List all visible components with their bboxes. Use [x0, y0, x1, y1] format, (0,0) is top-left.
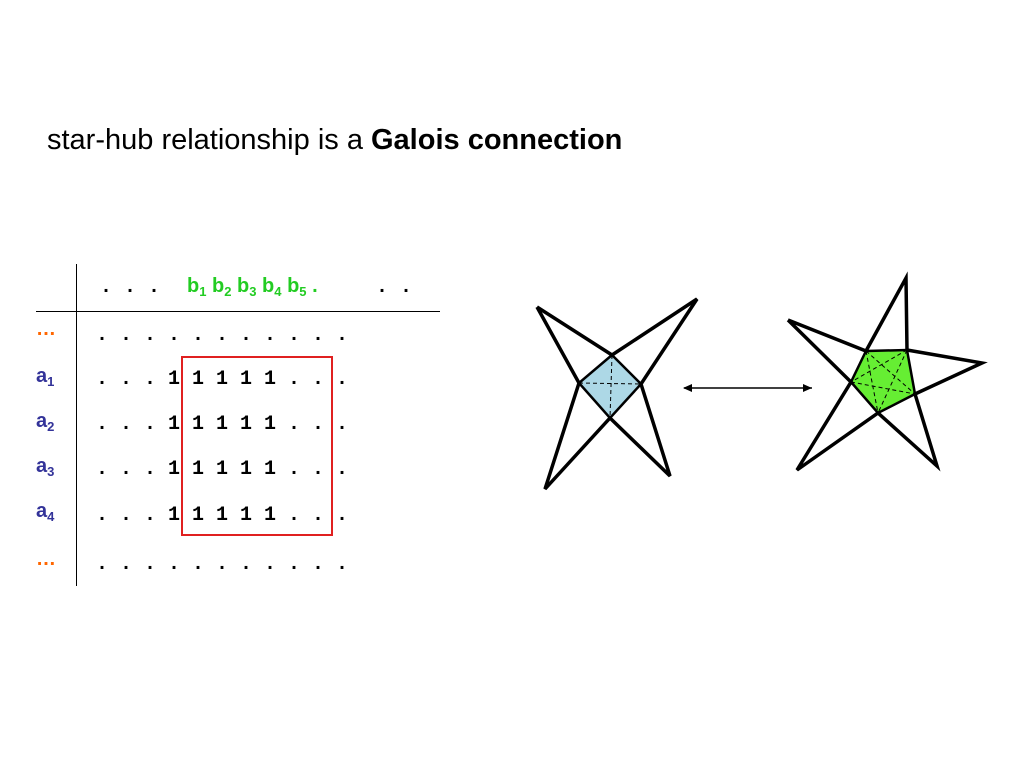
slide-title: star-hub relationship is a Galois connec…: [47, 124, 622, 157]
matrix-row-top: . . . . . . . . . . .: [96, 324, 349, 347]
header-b-labels: b1 b2 b3 b4 b5 .: [187, 275, 318, 299]
title-bold: Galois connection: [371, 124, 623, 156]
biclique-highlight-box: [181, 356, 333, 536]
header-b3: b3: [237, 275, 257, 299]
row-label-ellipsis-top: …: [36, 318, 56, 340]
row-label-ellipsis-bottom: …: [36, 548, 56, 570]
matrix-row-a4: . . . 1 1 1 1 1 . . .: [96, 504, 349, 527]
header-b-trailing: .: [312, 275, 318, 297]
four-point-star: [535, 297, 699, 491]
five-point-star: [786, 271, 988, 472]
hub-pentagon: [849, 348, 917, 415]
row-label-a2: a2: [36, 410, 55, 434]
matrix-row-a1: . . . 1 1 1 1 1 . . .: [96, 368, 349, 391]
star4-outline: [535, 297, 699, 491]
header-b5: b5: [287, 275, 307, 299]
matrix-row-a2: . . . 1 1 1 1 1 . . .: [96, 413, 349, 436]
matrix-row-bottom: . . . . . . . . . . .: [96, 553, 349, 576]
hub-square: [577, 353, 643, 420]
header-trailing-dots: . .: [376, 276, 413, 299]
matrix-row-a3: . . . 1 1 1 1 1 . . .: [96, 458, 349, 481]
star5-outline: [786, 271, 988, 472]
table-horizontal-rule: [36, 311, 440, 312]
header-leading-dots: . . .: [100, 276, 161, 299]
header-b1: b1: [187, 275, 207, 299]
title-text: star-hub relationship is a: [47, 124, 371, 156]
header-b4: b4: [262, 275, 282, 299]
header-b2: b2: [212, 275, 232, 299]
row-label-a4: a4: [36, 500, 55, 524]
row-label-a1: a1: [36, 365, 55, 389]
row-label-a3: a3: [36, 455, 55, 479]
table-vertical-rule: [76, 264, 77, 586]
